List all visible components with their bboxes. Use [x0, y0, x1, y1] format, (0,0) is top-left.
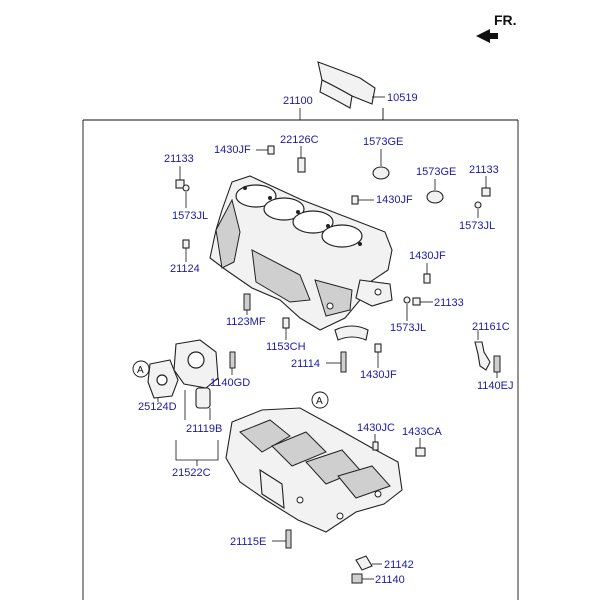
callout-1573JL-b: 1573JL — [459, 220, 495, 232]
callout-1573GE-b: 1573GE — [416, 166, 456, 178]
callout-10519: 10519 — [387, 92, 418, 104]
leader-21522C-bracket — [175, 440, 219, 461]
drain-plug-part — [351, 573, 363, 584]
callout-21133-b: 21133 — [469, 164, 499, 176]
crankcase-bolt-part — [285, 529, 292, 549]
dowel-pin-part-b — [351, 195, 359, 205]
filter-bracket-bolt-part — [229, 351, 236, 369]
callout-1573JL-a: 1573JL — [172, 210, 208, 222]
callout-1123MF: 1123MF — [226, 316, 266, 328]
callout-21161C: 21161C — [472, 321, 510, 333]
dowel-pin-part-c — [423, 273, 431, 284]
reference-a-lower-label: A — [316, 396, 323, 407]
bracket-part — [474, 341, 491, 371]
plug-bolt-part-c — [412, 297, 421, 306]
oil-filter-part — [195, 387, 211, 409]
washer-part-c — [403, 296, 411, 304]
dowel-pin-part — [267, 145, 275, 155]
callout-22126C: 22126C — [280, 134, 319, 146]
reference-a-upper — [132, 360, 150, 378]
callout-21114: 21114 — [291, 358, 320, 370]
oil-jet-part — [282, 317, 290, 329]
pin-part — [182, 239, 190, 249]
cylinder-block-part — [209, 175, 393, 331]
callout-1430JF-b: 1430JF — [376, 194, 413, 206]
gasket-part — [355, 555, 373, 571]
callout-21133-a: 21133 — [164, 153, 194, 165]
callout-21140: 21140 — [375, 574, 405, 586]
callout-21115E: 21115E — [230, 536, 266, 548]
callout-1140EJ: 1140EJ — [477, 380, 514, 392]
callout-1153CH: 1153CH — [266, 341, 306, 353]
plug-bolt-part-b — [481, 187, 491, 197]
front-label: FR. — [494, 12, 517, 28]
callout-1573JL-c: 1573JL — [390, 322, 426, 334]
bearing-cap-part — [334, 325, 369, 341]
bracket-bolt-part — [493, 355, 501, 373]
cap-plug-part — [372, 166, 390, 180]
plug-part — [297, 157, 306, 173]
washer-part-b — [474, 201, 482, 209]
leader-21119B — [184, 390, 211, 420]
callout-1430JC: 1430JC — [357, 422, 395, 434]
frame-top-line — [83, 108, 384, 121]
washer-part — [182, 184, 190, 192]
callout-21522C: 21522C — [172, 467, 211, 479]
dowel-pin-part-e — [372, 441, 379, 451]
callout-25124D: 25124D — [138, 401, 177, 413]
cap-plug-part-b — [426, 190, 444, 204]
callout-21124: 21124 — [170, 263, 200, 275]
callout-21142: 21142 — [384, 559, 414, 571]
reference-a-lower — [311, 391, 329, 409]
bolt-part — [243, 293, 251, 311]
callout-1430JF-c: 1430JF — [409, 250, 446, 262]
lower-crankcase-part — [225, 407, 403, 533]
bearing-shell-part — [317, 61, 376, 109]
callout-1430JF-a: 1430JF — [214, 144, 251, 156]
callout-21100: 21100 — [283, 95, 313, 107]
callout-21119B: 21119B — [186, 423, 222, 435]
callout-21133-c: 21133 — [434, 297, 464, 309]
cap-bolt-part — [340, 351, 347, 373]
callout-1430JF-d: 1430JF — [360, 369, 397, 381]
front-orientation: FR. — [476, 12, 517, 43]
plug-part-b — [415, 447, 426, 457]
dowel-pin-part-d — [374, 343, 382, 353]
front-arrow-icon — [476, 29, 498, 43]
filter-bracket-part — [147, 339, 219, 399]
reference-a-upper-label: A — [137, 365, 144, 376]
callout-1140GD: 1140GD — [210, 377, 250, 389]
callout-1573GE-a: 1573GE — [363, 136, 403, 148]
callout-1433CA: 1433CA — [402, 426, 442, 438]
